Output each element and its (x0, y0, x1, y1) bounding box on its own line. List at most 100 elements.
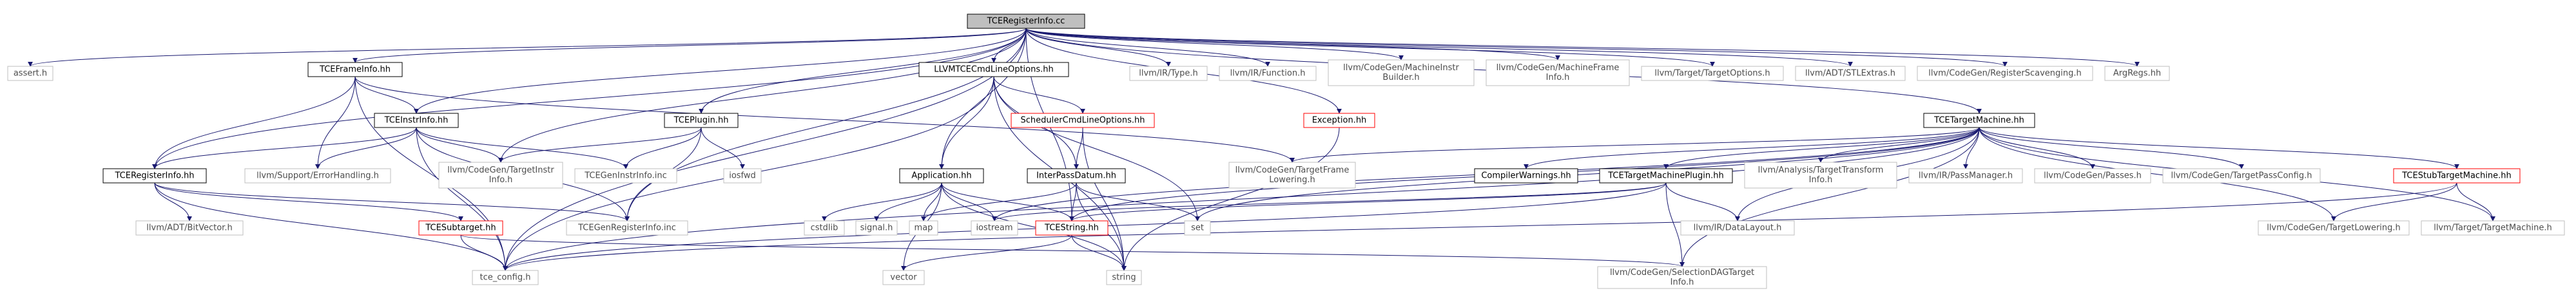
node-ir_function-box (1219, 66, 1317, 81)
node-application[interactable]: Application.hh (899, 168, 984, 184)
node-targetoptions-label-0: llvm/Target/TargetOptions.h (1654, 69, 1770, 79)
node-tcetmplugin[interactable]: TCETargetMachinePlugin.hh (1599, 168, 1733, 184)
node-root[interactable]: TCERegisterInfo.cc (967, 14, 1085, 29)
node-schedcmd[interactable]: SchedulerCmdLineOptions.hh (1011, 113, 1155, 128)
node-datalayout-label-0: llvm/IR/DataLayout.h (1694, 223, 1782, 233)
node-set-label-0: set (1191, 223, 1204, 233)
edge-exception-to-string (1121, 127, 1340, 271)
node-string-label-0: string (1112, 273, 1136, 283)
node-errorhandling-label-0: llvm/Support/ErrorHandling.h (257, 171, 379, 181)
node-signal: signal.h (855, 220, 898, 236)
node-tcestubtm[interactable]: TCEStubTargetMachine.hh (2393, 168, 2521, 184)
edge-root-to-tceframe (353, 28, 1027, 63)
node-regscav: llvm/CodeGen/RegisterScavenging.h (1917, 66, 2093, 81)
edge-application-to-tcestring (941, 182, 1074, 222)
edge-tceinstrinfo-to-tceregisterinfo (152, 127, 417, 169)
edge-tceinstrinfo-to-tceconfig (416, 127, 508, 271)
node-tceframe[interactable]: TCEFrameInfo.hh (307, 62, 403, 77)
node-string: string (1106, 270, 1142, 285)
node-cg_passes-box (2034, 168, 2151, 184)
edge-application-to-string (941, 182, 1127, 271)
edge-tcestring-to-string (1071, 234, 1127, 271)
edge-tcetargetmachine-to-tcetmplugin (1663, 127, 1980, 169)
node-tceinstrinfo[interactable]: TCEInstrInfo.hh (374, 113, 459, 128)
node-tceplugin[interactable]: TCEPlugin.hh (664, 113, 739, 128)
node-set-box (1184, 220, 1211, 236)
node-tceregisterinfo[interactable]: TCERegisterInfo.hh (102, 168, 207, 184)
node-tcetmplugin-box (1599, 168, 1733, 184)
node-tcegenreginfo-box (566, 220, 688, 236)
node-interpass[interactable]: InterPassDatum.hh (1027, 168, 1126, 184)
edge-root-to-tceregisterinfo (152, 28, 1027, 169)
edge-tcetargetmachine-to-analysis_tti (1818, 127, 1980, 163)
node-assert-box (7, 66, 53, 81)
node-cg_passes: llvm/CodeGen/Passes.h (2034, 168, 2151, 184)
node-ir_passmanager-label-0: llvm/IR/PassManager.h (1919, 171, 2013, 181)
node-mfi-box (1486, 59, 1630, 86)
node-targetlowering-box (2258, 220, 2410, 236)
node-tcetargetmachine[interactable]: TCETargetMachine.hh (1923, 113, 2035, 128)
edge-root-to-tceinstrinfo (414, 28, 1027, 114)
node-targetpassconfig-label-0: llvm/CodeGen/TargetPassConfig.h (2171, 171, 2312, 181)
node-ir_function-label-0: llvm/IR/Function.h (1230, 69, 1306, 79)
node-tcestubtm-box (2393, 168, 2521, 184)
node-regscav-box (1917, 66, 2093, 81)
node-targetoptions-box (1641, 66, 1784, 81)
node-tceregisterinfo-box (102, 168, 207, 184)
node-vector: vector (882, 270, 925, 285)
node-exception-box (1303, 113, 1375, 128)
node-exception[interactable]: Exception.hh (1303, 113, 1375, 128)
edge-root-to-regscav (1025, 28, 2008, 67)
node-cstdlib: cstdlib (804, 220, 845, 236)
node-tcegeninstr: TCEGenInstrInfo.inc (574, 168, 677, 184)
node-tceconfig-box (472, 270, 539, 285)
edge-application-to-cstdlib (822, 182, 942, 222)
node-errorhandling: llvm/Support/ErrorHandling.h (244, 168, 391, 184)
node-cstdlib-label-0: cstdlib (811, 223, 838, 233)
node-tceframe-box (307, 62, 403, 77)
node-map: map (909, 220, 938, 236)
node-interpass-box (1027, 168, 1126, 184)
edge-root-to-stlextras (1025, 28, 1853, 67)
node-llvmtcecmd[interactable]: LLVMTCECmdLineOptions.hh (918, 62, 1069, 77)
edge-root-to-argregs (1025, 28, 2140, 67)
node-tcestring[interactable]: TCEString.hh (1035, 220, 1109, 236)
node-root-box (967, 14, 1085, 29)
node-tceplugin-label-0: TCEPlugin.hh (673, 116, 729, 126)
edge-tcesubtarget-to-seldag (460, 234, 1685, 267)
node-tceframe-label-0: TCEFrameInfo.hh (319, 65, 391, 75)
node-compilerwarnings[interactable]: CompilerWarnings.hh (1474, 168, 1578, 184)
node-argregs-label-0: ArgRegs.hh (2113, 69, 2161, 79)
node-mfi-label-1: Info.h (1546, 73, 1570, 82)
node-seldag-label-0: llvm/CodeGen/SelectionDAGTarget (1610, 268, 1754, 278)
edge-tcetmplugin-to-iostream (992, 182, 1667, 222)
node-signal-box (855, 220, 898, 236)
node-tcestring-box (1035, 220, 1109, 236)
node-ir_type-label-0: llvm/IR/Type.h (1139, 69, 1197, 79)
node-assert-label-0: assert.h (14, 69, 47, 79)
node-iosfwd: iosfwd (723, 168, 762, 184)
node-analysis_tti-box (1744, 162, 1897, 189)
node-ir_passmanager: llvm/IR/PassManager.h (1908, 168, 2023, 184)
node-map-label-0: map (915, 223, 933, 233)
edge-tceframe-to-tceregisterinfo (152, 76, 356, 169)
node-llvmtcecmd-box (918, 62, 1069, 77)
node-tcegenreginfo: TCEGenRegisterInfo.inc (566, 220, 688, 236)
node-ir_type: llvm/IR/Type.h (1129, 66, 1208, 81)
node-tceinstrinfo-label-0: TCEInstrInfo.hh (384, 116, 449, 126)
node-tcestring-label-0: TCEString.hh (1044, 223, 1099, 233)
node-tceconfig: tce_config.h (472, 270, 539, 285)
node-tcetargetmachine-label-0: TCETargetMachine.hh (1933, 116, 2024, 126)
node-cstdlib-box (804, 220, 845, 236)
node-tcegeninstr-label-0: TCEGenInstrInfo.inc (584, 171, 667, 181)
edge-root-to-tceplugin (699, 28, 1027, 114)
edge-root-to-ir_function (1025, 28, 1270, 67)
node-ir_type-box (1129, 66, 1208, 81)
node-targetpassconfig: llvm/CodeGen/TargetPassConfig.h (2162, 168, 2321, 184)
node-vector-label-0: vector (890, 273, 917, 283)
node-root-label-0: TCERegisterInfo.cc (987, 17, 1065, 26)
node-tcesubtarget[interactable]: TCESubtarget.hh (418, 220, 503, 236)
node-tcestubtm-label-0: TCEStubTargetMachine.hh (2401, 171, 2512, 181)
